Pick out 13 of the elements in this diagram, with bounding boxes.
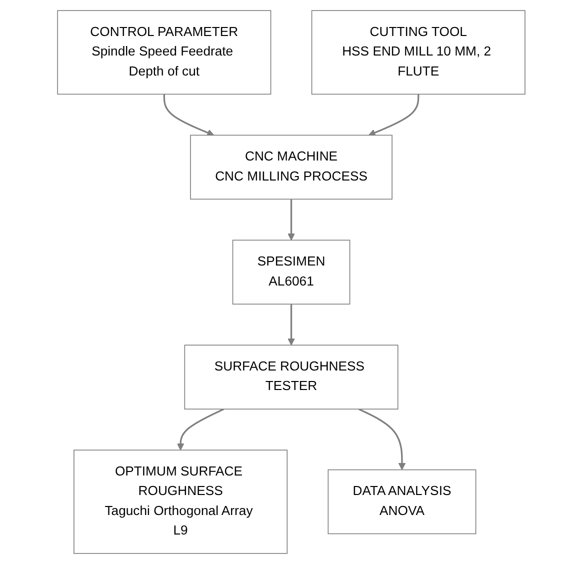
arrow: [164, 94, 214, 136]
arrow: [358, 408, 406, 470]
node-box: DATA ANALYSIS ANOVA: [328, 469, 476, 534]
node-box: OPTIMUM SURFACE ROUGHNESS Taguchi Orthogonal Array L9: [74, 450, 288, 554]
node-box: CONTROL PARAMETER Spindle Speed Feedrate Depth of cut: [57, 10, 272, 95]
arrow: [288, 304, 296, 346]
arrow: [288, 199, 296, 240]
node-box: CNC MACHINE CNC MILLING PROCESS: [190, 134, 393, 200]
node-box: SPESIMEN AL6061: [232, 240, 350, 305]
arrow: [368, 94, 420, 136]
arrow: [177, 408, 224, 450]
node-box: CUTTING TOOL HSS END MILL 10 MM, 2 FLUTE: [312, 10, 526, 95]
node-box: SURFACE ROUGHNESS TESTER: [184, 344, 398, 410]
